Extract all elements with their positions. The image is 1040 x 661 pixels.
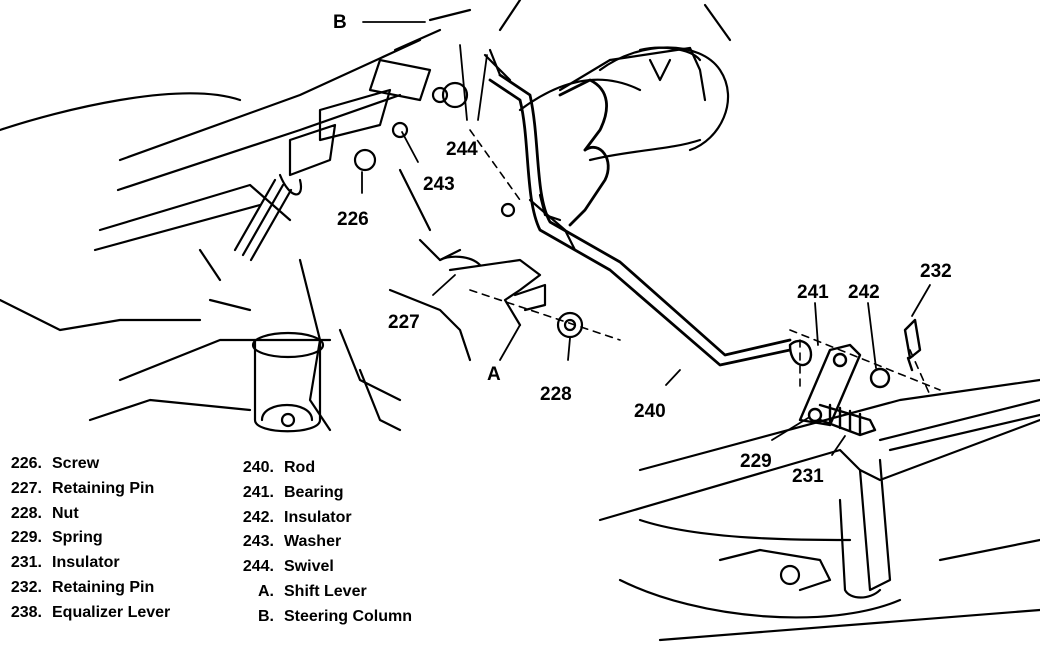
legend-text: Rod — [284, 459, 316, 476]
legend-number: B. — [258, 607, 274, 625]
legend-text: Swivel — [284, 558, 334, 576]
body-panel — [0, 92, 472, 432]
legend-row: A. Shift Lever — [230, 580, 412, 605]
legend-row: 240. Rod — [230, 456, 412, 481]
legend-row: 227. Retaining Pin — [0, 477, 170, 502]
callout-243: 243 — [423, 174, 455, 195]
callout-241: 241 — [797, 282, 829, 303]
legend-row: B. Steering Column — [230, 605, 412, 630]
legend-text: Shift Lever — [284, 582, 367, 600]
legend-row: 241. Bearing — [230, 481, 412, 506]
legend-row: 243. Washer — [230, 530, 412, 555]
legend-text: Washer — [284, 533, 342, 551]
callout-a: A — [487, 364, 501, 385]
equalizer-lever — [788, 318, 922, 437]
legend-row: 242. Insulator — [230, 506, 412, 531]
callout-228: 228 — [540, 384, 572, 405]
legend-row: 244. Swivel — [230, 555, 412, 580]
legend-number: 243. — [242, 533, 274, 551]
callout-231: 231 — [792, 466, 824, 487]
callout-227: 227 — [388, 312, 420, 333]
legend-number: 232. — [10, 578, 42, 596]
legend-number: 241. — [242, 483, 274, 501]
legend-left: 226. Screw 227. Retaining Pin 228. Nut 229.… — [0, 452, 170, 626]
legend-text: Retaining Pin — [52, 479, 155, 497]
legend-text: Steering Column — [284, 607, 413, 625]
legend-number: 229. — [10, 529, 42, 547]
legend-row: 238. Equalizer Lever — [0, 601, 170, 626]
legend-row: 231. Insulator — [0, 551, 170, 576]
legend-text: Screw — [52, 455, 100, 472]
center-lines — [469, 129, 941, 396]
legend-number: 227. — [10, 479, 42, 497]
callout-229: 229 — [740, 451, 772, 472]
legend-number: 242. — [242, 508, 274, 526]
legend-row: 228. Nut — [0, 502, 170, 527]
legend-row: 229. Spring — [0, 526, 170, 551]
legend-text: Equalizer Lever — [52, 603, 171, 621]
frame-rail — [598, 378, 1040, 642]
callout-242: 242 — [848, 282, 880, 303]
callout-b: B — [333, 12, 347, 33]
legend-text: Insulator — [52, 554, 120, 572]
callout-244: 244 — [446, 139, 478, 160]
legend-number: 226. — [10, 455, 42, 472]
legend-number: 231. — [10, 554, 42, 572]
legend-right: 240. Rod 241. Bearing 242. Insulator 243. Wa… — [230, 456, 412, 630]
callout-226: 226 — [337, 209, 369, 230]
steering-column — [116, 0, 732, 192]
leader-lines — [361, 21, 931, 456]
callout-232: 232 — [920, 261, 952, 282]
legend-number: 244. — [242, 558, 274, 576]
shift-lever-bracket — [438, 193, 584, 339]
legend-row: 232. Retaining Pin — [0, 576, 170, 601]
legend-text: Insulator — [284, 508, 352, 526]
legend-number: 238. — [10, 603, 42, 621]
legend-row: 226. Screw — [0, 452, 170, 477]
rod-240 — [488, 73, 792, 367]
legend-text: Retaining Pin — [52, 578, 155, 596]
mount-post — [251, 331, 325, 433]
legend-text: Bearing — [284, 483, 344, 501]
callout-240: 240 — [634, 401, 666, 422]
legend-number: A. — [258, 582, 274, 600]
legend-text: Nut — [52, 504, 79, 522]
legend-number: 228. — [10, 504, 42, 522]
legend-number: 240. — [242, 459, 274, 476]
legend-text: Spring — [52, 529, 103, 547]
swivel-assembly — [233, 48, 512, 262]
